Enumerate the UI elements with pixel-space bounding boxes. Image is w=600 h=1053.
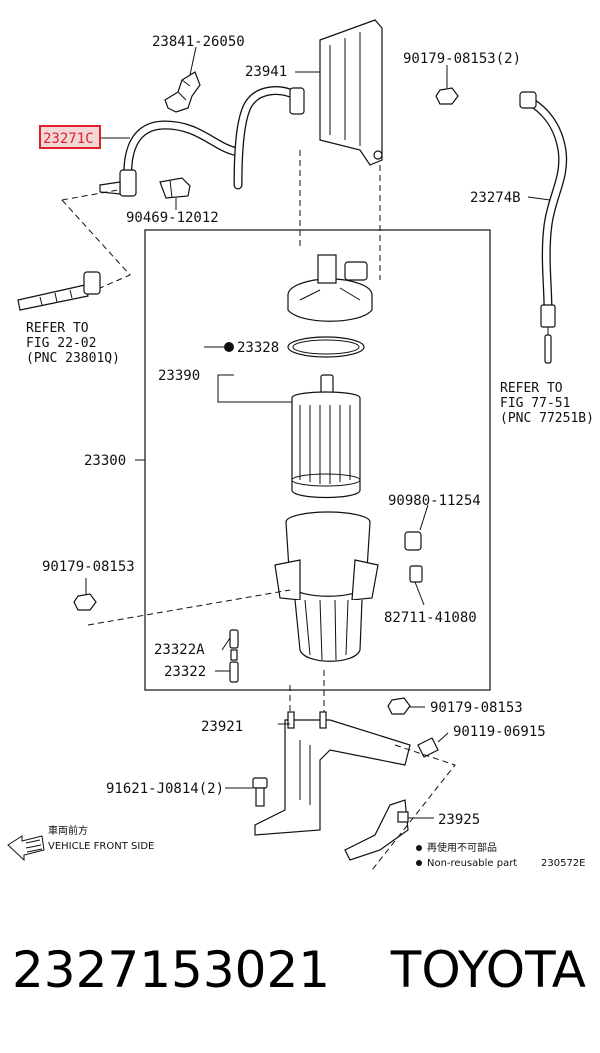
legend-nonreuse-jp: 再使用不可部品: [427, 841, 497, 854]
nut-90179-drawing: [435, 87, 459, 105]
refer-right-line1: REFER TO: [500, 381, 563, 396]
refer-left-line1: REFER TO: [26, 321, 89, 336]
label-23322: 23322: [164, 664, 206, 680]
caption-part-number: 2327153021: [12, 941, 331, 999]
nut-90179-left-drawing: [73, 593, 97, 611]
o-ring-23328-drawing: [287, 336, 365, 358]
diagram-code: 230572E: [541, 858, 586, 869]
legend-front-jp: 車両前方: [48, 824, 88, 837]
label-90179-top: 90179-08153(2): [403, 51, 521, 67]
label-23274b: 23274B: [470, 190, 521, 206]
label-23390: 23390: [158, 368, 200, 384]
label-23300: 23300: [84, 453, 126, 469]
highlight-box: [39, 125, 101, 149]
bracket-23925-drawing: [344, 799, 409, 861]
label-90179-lower: 90179-08153: [430, 700, 523, 716]
filter-element-23390-drawing: [291, 374, 361, 499]
label-23941: 23941: [245, 64, 287, 80]
label-90980: 90980-11254: [388, 493, 481, 509]
label-90179-left: 90179-08153: [42, 559, 135, 575]
label-23271c: 23271C: [43, 131, 94, 147]
refer-left-line3: (PNC 23801Q): [26, 351, 120, 366]
fuel-pipe-drawing: [17, 271, 101, 311]
front-arrow-icon: [7, 835, 45, 862]
heat-shield-23941-drawing: [319, 19, 383, 166]
label-23921: 23921: [201, 719, 243, 735]
hose-23274-drawing: [519, 91, 568, 328]
label-90119: 90119-06915: [453, 724, 546, 740]
bracket-23921-drawing: [254, 711, 411, 836]
caption-brand: TOYOTA: [390, 941, 586, 999]
legend-front-en: VEHICLE FRONT SIDE: [48, 841, 154, 852]
legend-nonreuse-en: Non-reusable part: [427, 858, 517, 869]
filter-cap-drawing: [287, 254, 373, 322]
bolt-91621-drawing: [252, 777, 268, 807]
parts-diagram: 23841-26050 23941 90179-08153(2) 23271C …: [7, 19, 594, 871]
label-91621: 91621-J0814(2): [106, 781, 224, 797]
non-reusable-dot: [224, 342, 234, 352]
bolt-90119-drawing: [417, 737, 439, 758]
refer-right-line3: (PNC 77251B): [500, 411, 594, 426]
label-82711: 82711-41080: [384, 610, 477, 626]
label-23925: 23925: [438, 812, 480, 828]
refer-left-line2: FIG 22-02: [26, 336, 96, 351]
refer-right-line2: FIG 77-51: [500, 396, 570, 411]
label-23322a: 23322A: [154, 642, 205, 658]
sensor-82711-drawing: [409, 565, 423, 583]
label-23841: 23841-26050: [152, 34, 245, 50]
nut-90179-lower-drawing: [387, 697, 411, 715]
fuel-hose-23271-drawing: [99, 86, 305, 197]
connector-90980-drawing: [404, 531, 422, 551]
label-90469: 90469-12012: [126, 210, 219, 226]
caption: 2327153021 TOYOTA: [0, 930, 600, 1020]
clip-90469-drawing: [159, 177, 191, 199]
label-23328: 23328: [237, 340, 279, 356]
bracket-23841-drawing: [164, 71, 201, 113]
filter-housing-drawing: [274, 511, 379, 662]
